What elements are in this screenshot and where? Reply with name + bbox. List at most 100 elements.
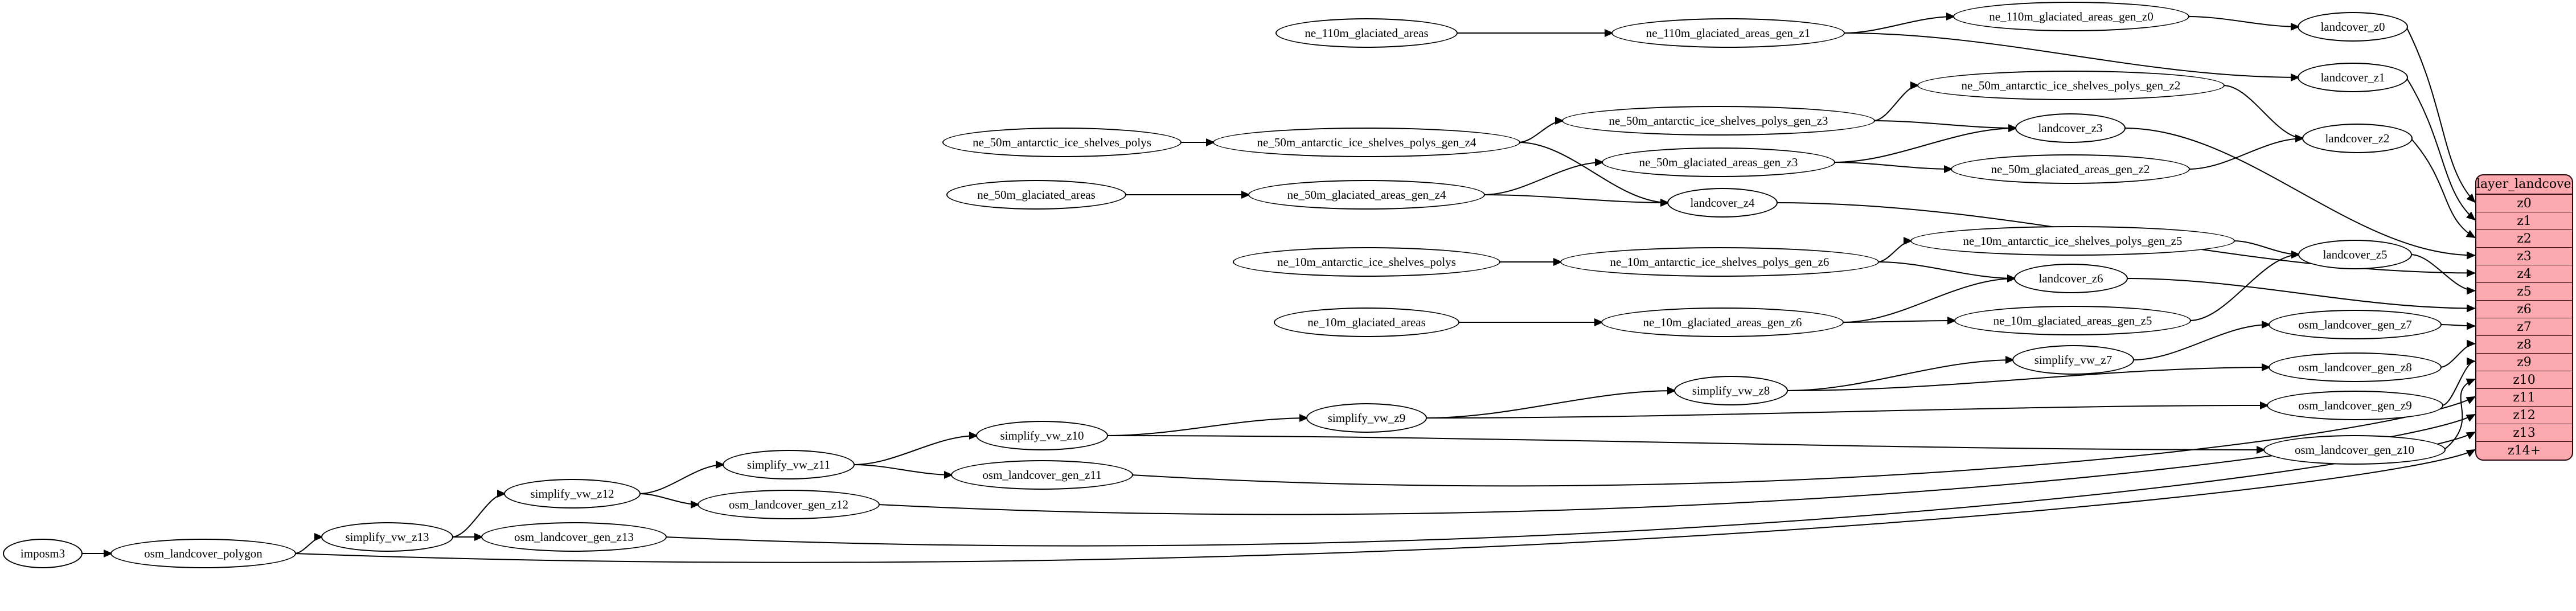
- node-label: ne_110m_glaciated_areas_gen_z0: [1989, 9, 2153, 23]
- node-label: osm_landcover_polygon: [144, 546, 262, 560]
- edge-osm_landcover_gen_z12-to-z12: [877, 413, 2476, 515]
- table-row-z13: z13: [2476, 424, 2572, 442]
- edge-ne_10m_glaciated_areas_gen_z6-to-ne_10m_glaciated_areas_gen_z5: [1841, 317, 1956, 325]
- node-osm-landcover-gen-z13: osm_landcover_gen_z13: [481, 522, 667, 552]
- layer-landcover-table: layer_landcover z0 z1 z2 z3 z4 z5 z6 z7 …: [2475, 174, 2573, 461]
- edge-simplify_vw_z7-to-osm_landcover_gen_z7: [2132, 321, 2271, 360]
- node-label: osm_landcover_gen_z7: [2298, 317, 2412, 331]
- edge-ne_50m_glaciated_areas_gen_z4-to-landcover_z4: [1483, 194, 1670, 207]
- edge-ne_50m_antarctic_ice_shelves_polys_gen_z4-to-landcover_z4: [1518, 142, 1670, 207]
- node-label: ne_50m_glaciated_areas_gen_z4: [1287, 187, 1446, 202]
- node-imposm3: imposm3: [3, 539, 83, 568]
- node-label: ne_10m_antarctic_ice_shelves_polys: [1277, 255, 1456, 269]
- node-label: osm_landcover_gen_z10: [2295, 442, 2414, 457]
- node-ne-10m-glaciated-areas-gen-z5: ne_10m_glaciated_areas_gen_z5: [1954, 306, 2191, 335]
- edge-simplify_vw_z10-to-osm_landcover_gen_z10: [1106, 435, 2266, 454]
- node-label: ne_10m_antarctic_ice_shelves_polys_gen_z…: [1963, 233, 2183, 248]
- edge-simplify_vw_z12-to-simplify_vw_z11: [638, 461, 725, 494]
- node-ne-10m-antarctic-ice-shelves-polys-gen-z5: ne_10m_antarctic_ice_shelves_polys_gen_z…: [1910, 226, 2235, 256]
- node-landcover-z0: landcover_z0: [2298, 12, 2408, 42]
- node-label: landcover_z5: [2323, 247, 2388, 261]
- node-ne-50m-antarctic-ice-shelves-polys-gen-z3: ne_50m_antarctic_ice_shelves_polys_gen_z…: [1562, 106, 1875, 136]
- table-row-z8: z8: [2476, 336, 2572, 354]
- table-row-z9: z9: [2476, 354, 2572, 371]
- edge-osm_landcover_gen_z7-to-z7: [2439, 322, 2476, 330]
- node-ne-10m-antarctic-ice-shelves-polys: ne_10m_antarctic_ice_shelves_polys: [1233, 247, 1500, 277]
- node-label: simplify_vw_z12: [530, 486, 614, 501]
- node-label: ne_10m_glaciated_areas: [1307, 315, 1426, 329]
- node-ne-50m-glaciated-areas: ne_50m_glaciated_areas: [946, 180, 1126, 210]
- node-landcover-z6: landcover_z6: [2014, 264, 2128, 293]
- table-row-z1: z1: [2476, 212, 2572, 230]
- edge-landcover_z0-to-z0: [2406, 26, 2476, 203]
- edge-ne_10m_antarctic_ice_shelves_polys_gen_z6-to-ne_10m_antarctic_ice_shelves_polys_gen_z5: [1877, 237, 1913, 263]
- table-row-z6: z6: [2476, 301, 2572, 318]
- node-simplify-vw-z13: simplify_vw_z13: [321, 522, 453, 552]
- node-label: landcover_z0: [2320, 19, 2385, 34]
- node-label: ne_50m_glaciated_areas_gen_z3: [1639, 155, 1798, 169]
- node-osm-landcover-gen-z8: osm_landcover_gen_z8: [2269, 352, 2442, 382]
- node-landcover-z4: landcover_z4: [1667, 188, 1778, 218]
- node-label: ne_50m_antarctic_ice_shelves_polys_gen_z…: [1257, 135, 1476, 149]
- table-row-z3: z3: [2476, 248, 2572, 265]
- edge-simplify_vw_z9-to-simplify_vw_z8: [1425, 387, 1676, 419]
- table-row-z0: z0: [2476, 195, 2572, 212]
- table-header: layer_landcover: [2476, 175, 2572, 195]
- edge-ne_50m_antarctic_ice_shelves_polys_gen_z3-to-ne_50m_antarctic_ice_shelves_polys_gen_z2: [1873, 81, 1919, 121]
- edge-simplify_vw_z10-to-simplify_vw_z9: [1106, 414, 1308, 436]
- edge-ne_10m_antarctic_ice_shelves_polys_gen_z6-to-landcover_z6: [1877, 261, 2016, 282]
- edge-ne_50m_antarctic_ice_shelves_polys_gen_z4-to-ne_50m_antarctic_ice_shelves_polys_gen_z3: [1518, 117, 1564, 143]
- node-label: simplify_vw_z7: [2034, 352, 2113, 367]
- edge-simplify_vw_z9-to-osm_landcover_gen_z9: [1425, 401, 2269, 419]
- table-row-z10: z10: [2476, 371, 2572, 389]
- node-label: osm_landcover_gen_z12: [729, 497, 848, 511]
- node-ne-50m-glaciated-areas-gen-z2: ne_50m_glaciated_areas_gen_z2: [1951, 154, 2190, 184]
- edge-ne_10m_glaciated_areas_gen_z6-to-landcover_z6: [1841, 274, 2016, 323]
- edge-simplify_vw_z12-to-osm_landcover_gen_z12: [638, 493, 700, 509]
- edge-osm_landcover_gen_z9-to-z9: [2441, 357, 2476, 406]
- node-ne-10m-glaciated-areas-gen-z6: ne_10m_glaciated_areas_gen_z6: [1601, 307, 1844, 337]
- edge-simplify_vw_z13-to-simplify_vw_z12: [451, 490, 506, 538]
- edge-simplify_vw_z11-to-simplify_vw_z10: [852, 432, 978, 465]
- node-ne-10m-glaciated-areas: ne_10m_glaciated_areas: [1274, 307, 1459, 337]
- edge-ne_50m_glaciated_areas_gen_z3-to-ne_50m_glaciated_areas_gen_z2: [1833, 162, 1953, 173]
- node-ne-50m-antarctic-ice-shelves-polys-gen-z4: ne_50m_antarctic_ice_shelves_polys_gen_z…: [1213, 128, 1520, 157]
- node-label: ne_10m_antarctic_ice_shelves_polys_gen_z…: [1610, 255, 1830, 269]
- table-row-z2: z2: [2476, 230, 2572, 248]
- node-osm-landcover-gen-z9: osm_landcover_gen_z9: [2267, 391, 2443, 420]
- node-ne-50m-glaciated-areas-gen-z3: ne_50m_glaciated_areas_gen_z3: [1602, 147, 1835, 177]
- node-landcover-z1: landcover_z1: [2298, 63, 2408, 92]
- node-label: ne_110m_glaciated_areas: [1305, 26, 1429, 40]
- node-ne-110m-glaciated-areas-gen-z1: ne_110m_glaciated_areas_gen_z1: [1611, 18, 1845, 48]
- node-osm-landcover-gen-z12: osm_landcover_gen_z12: [698, 490, 880, 519]
- edge-ne_50m_glaciated_areas_gen_z2-to-landcover_z2: [2188, 134, 2304, 170]
- node-osm-landcover-gen-z10: osm_landcover_gen_z10: [2263, 435, 2446, 465]
- node-label: simplify_vw_z11: [746, 457, 831, 471]
- node-ne-110m-glaciated-areas-gen-z0: ne_110m_glaciated_areas_gen_z0: [1953, 2, 2189, 31]
- edge-landcover_z3-to-z3: [2123, 128, 2476, 260]
- edge-ne_50m_antarctic_ice_shelves_polys_gen_z2-to-landcover_z2: [2222, 85, 2304, 142]
- node-label: landcover_z2: [2325, 131, 2390, 145]
- node-simplify-vw-z10: simplify_vw_z10: [976, 421, 1108, 450]
- node-label: ne_10m_glaciated_areas_gen_z6: [1643, 315, 1802, 329]
- node-label: osm_landcover_gen_z11: [982, 468, 1102, 482]
- edge-ne_50m_glaciated_areas_gen_z3-to-landcover_z3: [1833, 124, 2017, 163]
- node-ne-50m-glaciated-areas-gen-z4: ne_50m_glaciated_areas_gen_z4: [1248, 180, 1485, 210]
- edge-osm_landcover_gen_z10-to-z10: [2443, 378, 2476, 450]
- edge-ne_10m_glaciated_areas_gen_z5-to-landcover_z5: [2189, 251, 2300, 321]
- node-label: simplify_vw_z13: [345, 530, 429, 544]
- node-ne-110m-glaciated-areas: ne_110m_glaciated_areas: [1275, 18, 1458, 48]
- node-label: ne_50m_glaciated_areas: [977, 187, 1096, 202]
- node-label: osm_landcover_gen_z9: [2298, 398, 2412, 412]
- edge-ne_110m_glaciated_areas_gen_z0-to-landcover_z0: [2187, 16, 2300, 31]
- node-label: ne_50m_antarctic_ice_shelves_polys_gen_z…: [1961, 78, 2181, 92]
- edge-ne_50m_glaciated_areas_gen_z4-to-ne_50m_glaciated_areas_gen_z3: [1483, 158, 1604, 195]
- node-label: ne_50m_glaciated_areas_gen_z2: [1991, 162, 2150, 176]
- node-label: landcover_z4: [1690, 195, 1755, 210]
- node-osm-landcover-polygon: osm_landcover_polygon: [110, 539, 296, 568]
- edge-landcover_z1-to-z1: [2406, 77, 2476, 221]
- node-label: ne_50m_antarctic_ice_shelves_polys_gen_z…: [1609, 113, 1828, 128]
- node-landcover-z2: landcover_z2: [2302, 124, 2413, 153]
